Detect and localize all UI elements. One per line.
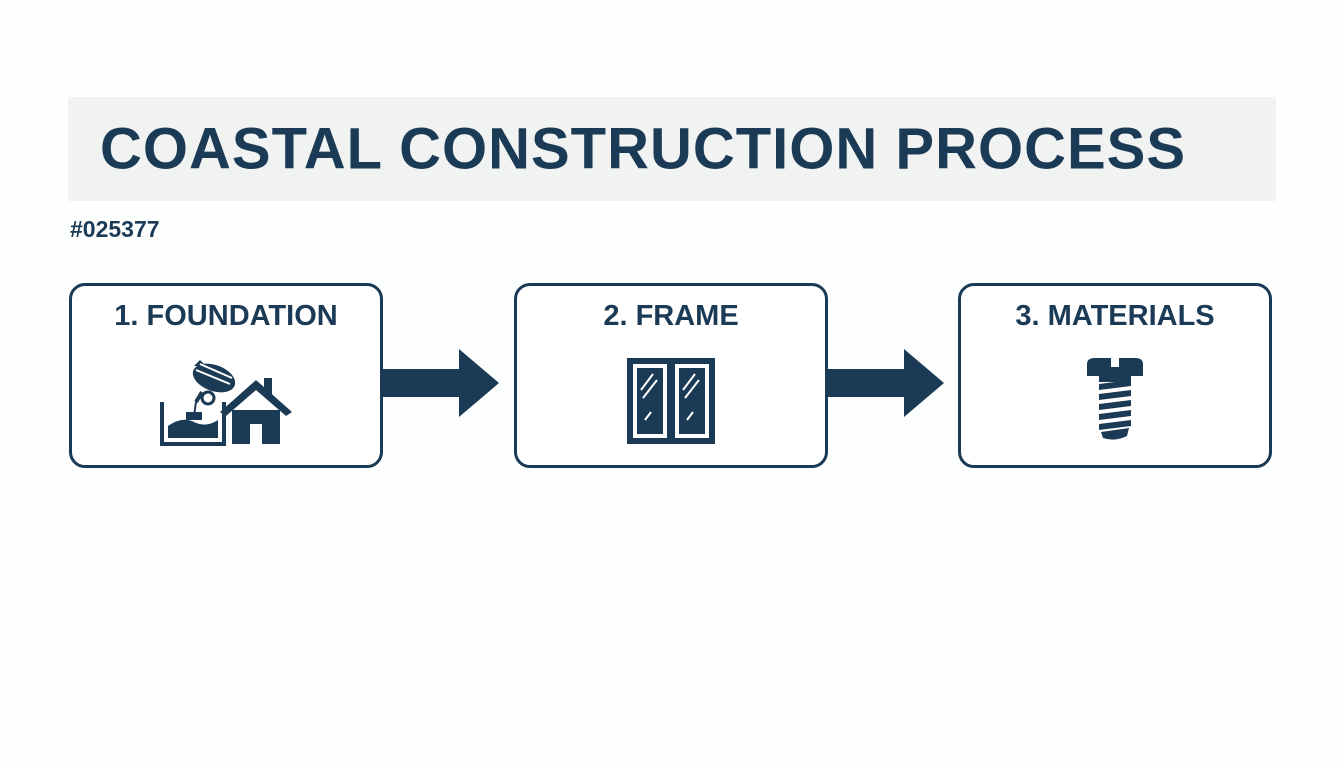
- window-frame-icon: [627, 358, 715, 444]
- title-banner: COASTAL CONSTRUCTION PROCESS: [68, 97, 1276, 201]
- step-label-foundation: 1. FOUNDATION: [114, 300, 338, 332]
- step-foundation: 1. FOUNDATION: [69, 283, 383, 468]
- color-code-label: #025377: [70, 216, 160, 242]
- step-label-materials: 3. MATERIALS: [1015, 300, 1215, 332]
- arrow-right-icon: [828, 349, 944, 417]
- step-materials: 3. MATERIALS: [958, 283, 1272, 468]
- concrete-mixer-house-icon: [160, 360, 292, 446]
- screw-icon: [1087, 358, 1143, 440]
- arrow-right-icon: [383, 349, 499, 417]
- diagram-title: COASTAL CONSTRUCTION PROCESS: [100, 116, 1187, 182]
- step-label-frame: 2. FRAME: [603, 300, 739, 332]
- step-frame: 2. FRAME: [514, 283, 828, 468]
